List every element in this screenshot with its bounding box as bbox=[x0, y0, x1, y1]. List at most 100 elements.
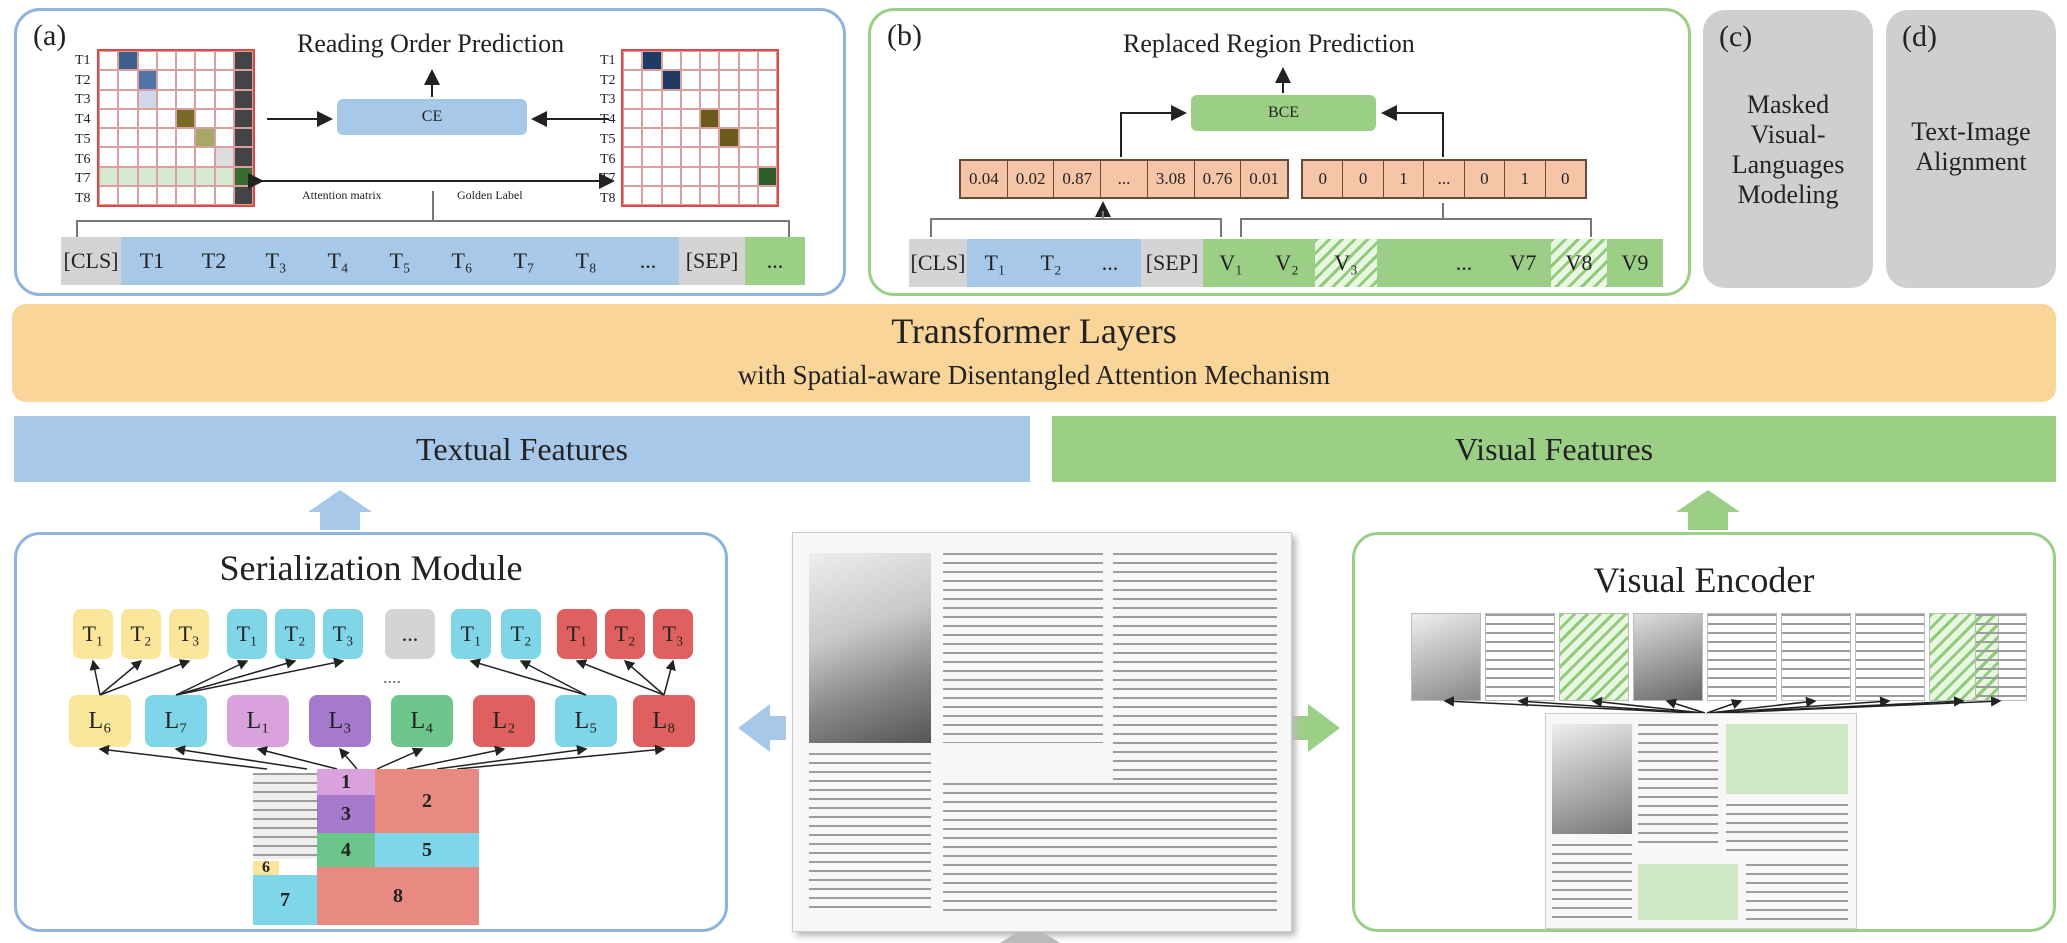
serialization-title: Serialization Module bbox=[219, 548, 523, 588]
ce-loss-box: CE bbox=[337, 99, 527, 135]
token-t: T₂ bbox=[605, 609, 645, 659]
token-t: T₁ bbox=[73, 609, 113, 659]
bracket bbox=[930, 211, 1104, 237]
edge bbox=[256, 746, 338, 770]
visual-features-label: Visual Features bbox=[1454, 430, 1654, 467]
pred-value: 0.04 bbox=[961, 161, 1008, 197]
token-visual-ellipsis: ... bbox=[1433, 239, 1495, 287]
row-label: T4 bbox=[75, 112, 91, 128]
pred-value: ... bbox=[1101, 161, 1148, 197]
region-label: 7 bbox=[280, 888, 290, 911]
gold-value: 1 bbox=[1383, 161, 1425, 197]
token-visual: V₁ bbox=[1203, 239, 1259, 287]
up-arrow-visual bbox=[1676, 490, 1740, 530]
token: T₁ bbox=[967, 239, 1023, 287]
region: 8 bbox=[317, 867, 479, 925]
pred-value: 0.01 bbox=[1241, 161, 1288, 197]
panel-b-title: Replaced Region Prediction bbox=[1123, 29, 1415, 58]
edge bbox=[376, 747, 424, 770]
document-photo bbox=[809, 553, 931, 743]
pred-value: 0.02 bbox=[1007, 161, 1055, 197]
row-label: T1 bbox=[600, 53, 616, 68]
edge bbox=[175, 660, 249, 696]
transformer-title: Transformer Layers bbox=[891, 311, 1177, 351]
panel-c-tag: (c) bbox=[1719, 20, 1753, 53]
edge bbox=[663, 659, 676, 696]
row-label: T3 bbox=[75, 92, 91, 108]
edge bbox=[1517, 696, 1701, 714]
row-label: T1 bbox=[75, 53, 91, 68]
edge bbox=[1712, 696, 1891, 714]
gold-value: 0 bbox=[1464, 161, 1506, 197]
golden-label-label: Golden Label bbox=[457, 188, 523, 202]
region-label: 2 bbox=[422, 789, 432, 812]
prediction-vector: 0.04 0.02 0.87 ... 3.08 0.76 0.01 bbox=[959, 159, 1289, 199]
serialization-module: Serialization Module T₁ T₂ T₃ T₁ T₂ T₃ .… bbox=[14, 532, 728, 932]
panel-a-arrows bbox=[76, 69, 790, 239]
token-t: T₃ bbox=[323, 609, 363, 659]
arrow bbox=[1120, 105, 1187, 157]
token-t: T₃ bbox=[653, 609, 693, 659]
textual-features-label: Textual Features bbox=[416, 430, 628, 467]
region: 4 bbox=[317, 833, 375, 867]
pred-value: 3.08 bbox=[1147, 161, 1195, 197]
token-visual: ... bbox=[745, 237, 805, 285]
token-ellipsis: ... bbox=[1079, 239, 1141, 287]
edge bbox=[469, 658, 587, 696]
row-label: T6 bbox=[600, 151, 616, 167]
gold-value: ... bbox=[1424, 161, 1465, 197]
edge bbox=[1708, 696, 1817, 714]
textual-features-bar: Textual Features bbox=[14, 416, 1030, 482]
token: T₃ bbox=[245, 237, 307, 285]
up-arrow-textual bbox=[308, 490, 372, 530]
attention-matrix-label: Attention matrix bbox=[302, 188, 382, 202]
token-visual: V7 bbox=[1495, 239, 1551, 287]
token-cls: [CLS] bbox=[909, 239, 967, 287]
gold-value: 1 bbox=[1505, 161, 1546, 197]
gold-value: 0 bbox=[1545, 161, 1585, 197]
encoder-text bbox=[1552, 844, 1632, 920]
encoder-text bbox=[1638, 724, 1718, 844]
right-arrow-encoder bbox=[1292, 704, 1340, 752]
patch-thumbnail bbox=[1975, 613, 2027, 701]
row-label: T6 bbox=[75, 151, 91, 167]
region: 7 bbox=[253, 875, 317, 925]
edge bbox=[99, 660, 143, 696]
region-label: 5 bbox=[422, 838, 432, 861]
left-arrow-serialization bbox=[738, 704, 786, 752]
visual-features-bar: Visual Features bbox=[1052, 416, 2056, 482]
token: T₅ bbox=[369, 237, 431, 285]
attention-matrix bbox=[97, 49, 255, 207]
bracket bbox=[1240, 218, 1592, 237]
visual-encoder-title: Visual Encoder bbox=[1593, 560, 1815, 600]
edge bbox=[1706, 699, 1743, 714]
attention-row-labels: T1 T2 T3 T4 T5 T6 T7 T8 bbox=[75, 51, 91, 209]
layout-token: L₇ bbox=[145, 695, 207, 747]
token-t: T₃ bbox=[169, 609, 209, 659]
patch-thumbnail bbox=[1485, 613, 1555, 701]
edge bbox=[406, 745, 506, 770]
encoder-photo bbox=[1552, 724, 1632, 834]
patch-thumbnail bbox=[1707, 613, 1777, 701]
token-cls: [CLS] bbox=[61, 237, 121, 285]
token-ellipsis: ... bbox=[385, 609, 435, 659]
transformer-layers: Transformer Layers with Spatial-aware Di… bbox=[12, 304, 2056, 402]
token-visual: V₂ bbox=[1259, 239, 1315, 287]
token-visual bbox=[1377, 239, 1433, 287]
edge bbox=[456, 744, 666, 770]
transformer-subtitle: with Spatial-aware Disentangled Attentio… bbox=[737, 360, 1331, 390]
document-text-block bbox=[943, 553, 1103, 743]
patch-thumbnail-masked bbox=[1559, 613, 1629, 701]
token: T2 bbox=[183, 237, 245, 285]
input-document bbox=[792, 532, 1292, 932]
token-visual-replaced: V₃ bbox=[1315, 239, 1377, 287]
patch-thumbnail bbox=[1411, 613, 1481, 701]
token-sep: [SEP] bbox=[679, 237, 745, 285]
encoder-table bbox=[1746, 864, 1848, 920]
layout-token: L₆ bbox=[69, 695, 131, 747]
edge bbox=[99, 659, 191, 696]
panel-b: (b) Replaced Region Prediction BCE 0.04 … bbox=[868, 8, 1691, 296]
ce-label: CE bbox=[421, 108, 443, 125]
token: T₂ bbox=[1023, 239, 1079, 287]
